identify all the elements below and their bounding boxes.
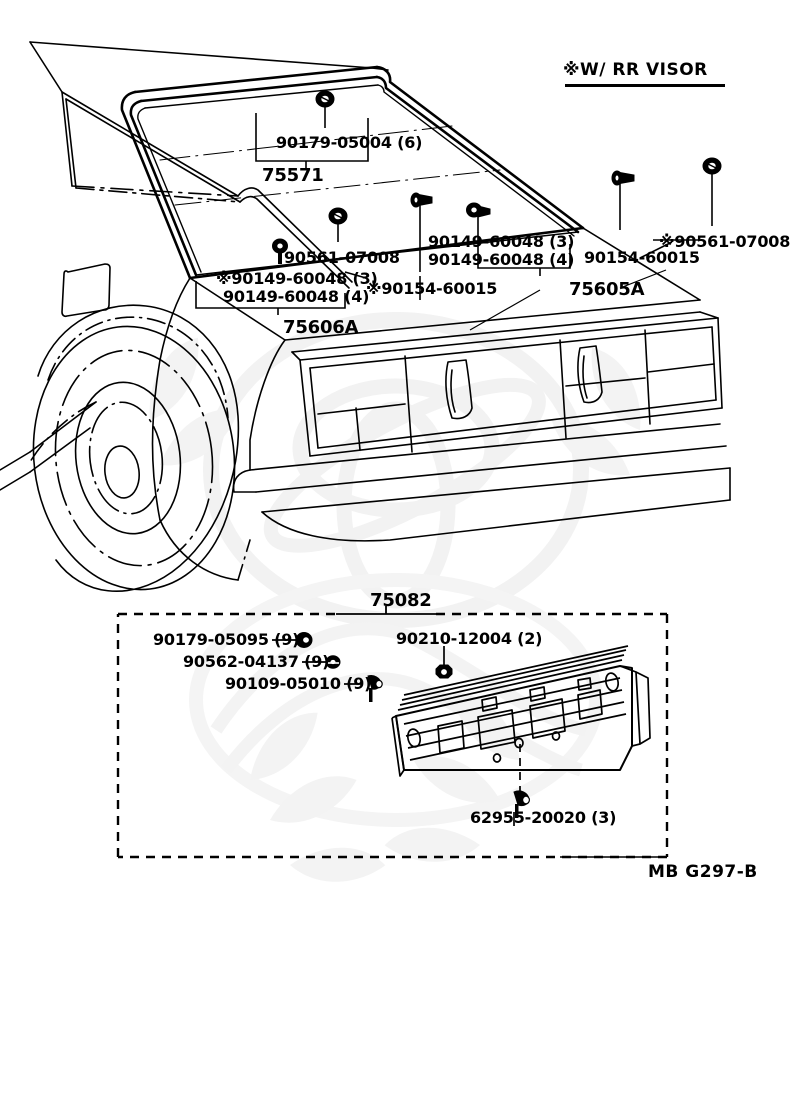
callout-75571: 75571 — [262, 165, 324, 186]
callout-90561-07008-left: 90561-07008 — [284, 248, 400, 267]
fastener-icons-upper — [272, 90, 722, 264]
plate-group-bracket — [336, 606, 436, 615]
callout-90109-05010: 90109-05010 (9) — [225, 674, 372, 693]
callout-90149-60048-4-right: 90149-60048 (4) — [428, 250, 575, 269]
car-body-outline — [0, 41, 731, 592]
callout-90149-60048-3-left: ※90149-60048 (3) — [216, 269, 378, 288]
callout-leaders-upper — [195, 106, 713, 331]
callout-75605A: 75605A — [569, 279, 645, 300]
callout-62955-20020: 62955-20020 (3) — [470, 808, 617, 827]
license-plate-garnish — [391, 645, 651, 777]
callout-90149-60048-3-right: 90149-60048 (3) — [428, 232, 575, 251]
callout-90561-07008-right: ※90561-07008 — [659, 232, 791, 251]
callout-75606A: 75606A — [283, 317, 359, 338]
fastener-icons-lower — [295, 632, 531, 818]
callout-90154-60015-right: 90154-60015 — [584, 248, 700, 267]
callout-90154-60015-left: ※90154-60015 — [366, 279, 498, 298]
callout-90210-12004: 90210-12004 (2) — [396, 629, 543, 648]
callout-90179-05095: 90179-05095 (9) — [153, 630, 300, 649]
watermark-emblem — [132, 312, 658, 887]
rr-visor-note: ※W/ RR VISOR — [563, 60, 708, 80]
callout-90179-05004: 90179-05004 (6) — [276, 133, 423, 152]
rr-visor-note-underline — [565, 84, 725, 87]
callout-90562-04137: 90562-04137 (9) — [183, 652, 330, 671]
callout-75082: 75082 — [370, 590, 432, 611]
callout-90149-60048-4-left: 90149-60048 (4) — [223, 287, 370, 306]
plate-panel-dashed-box — [116, 612, 669, 859]
diagram-code: MB G297-B — [648, 862, 758, 882]
